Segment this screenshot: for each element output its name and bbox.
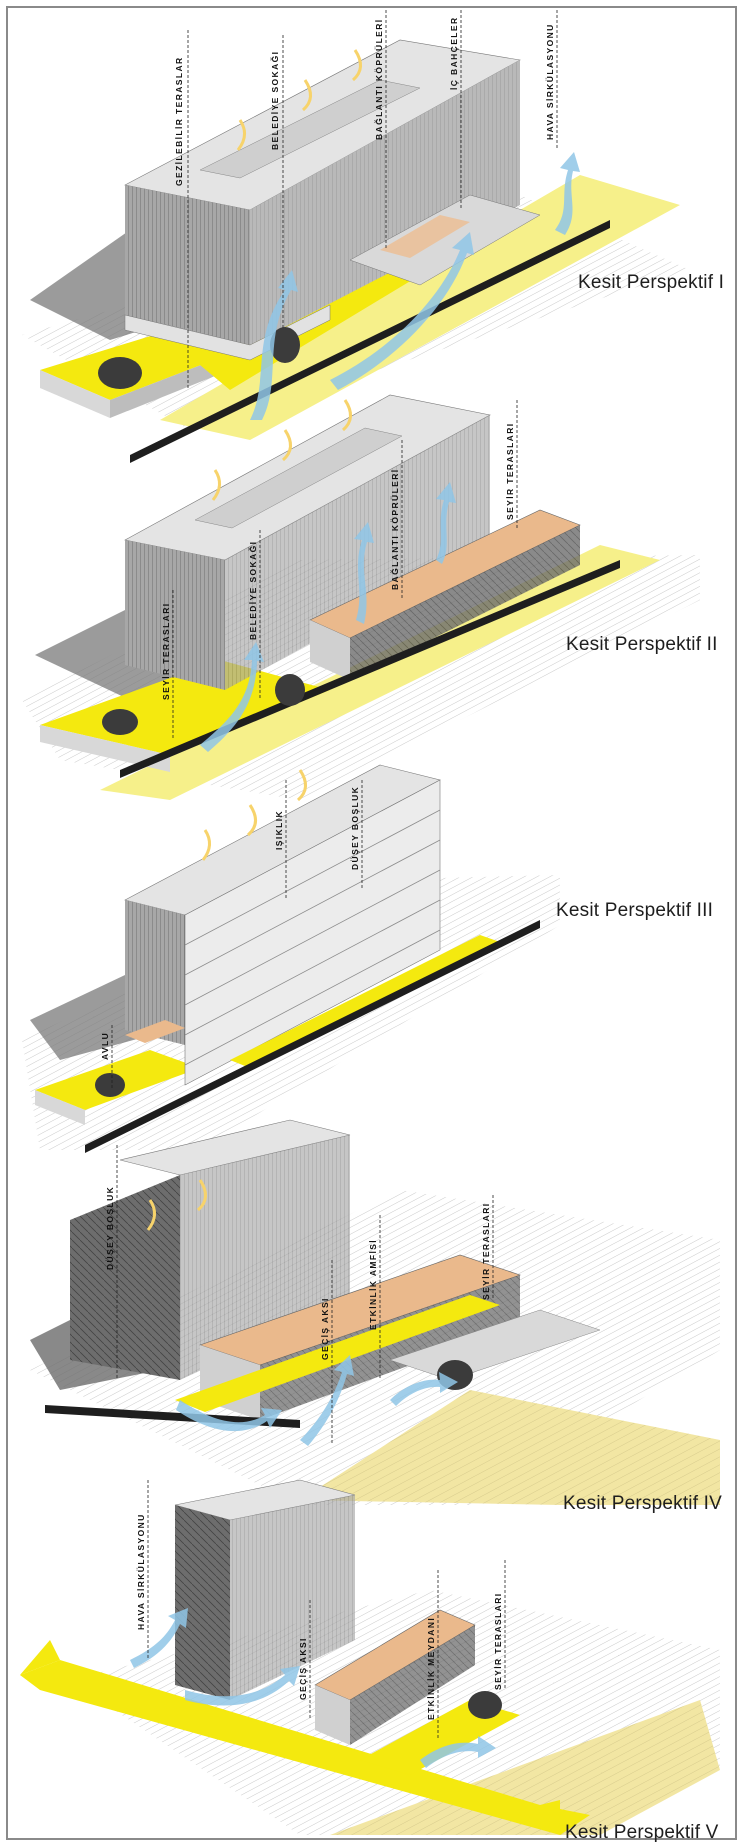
yellow-arrow-head-left	[20, 1640, 60, 1675]
airflow-arrow	[436, 482, 456, 564]
airflow-arrow	[200, 642, 264, 752]
tree	[468, 1691, 502, 1719]
sand-steps	[300, 1390, 720, 1505]
yellow-deck	[360, 1700, 520, 1775]
yellow-street	[160, 175, 680, 440]
panel-4-drawing	[30, 1119, 720, 1505]
label-seyir-teraslari: SEYİR TERASLARI	[505, 422, 515, 520]
tower-facade-front	[125, 185, 250, 345]
label-hava-sirkulasyonu: HAVA SİRKÜLASYONU	[136, 1513, 146, 1630]
airflow-arrow	[176, 1400, 282, 1432]
airflow-arrow	[300, 1355, 354, 1446]
sunlight-arrow	[196, 1179, 207, 1212]
panel-3-drawing	[22, 764, 560, 1153]
panel-4-caption: Kesit Perspektif IV	[563, 1493, 723, 1514]
label-gecis-aksi: GEÇİŞ AKSI	[298, 1637, 308, 1700]
sand-ground	[330, 1700, 720, 1835]
section-base	[120, 560, 620, 778]
airflow-arrow	[185, 1666, 300, 1706]
label-baglanti-kopruleri: BAĞLANTI KÖPRÜLERİ	[390, 468, 400, 590]
tower-facade-front	[125, 540, 225, 690]
label-gezilebilir-teraslar: GEZİLEBİLİR TERASLAR	[174, 56, 184, 186]
airflow-arrow	[250, 270, 298, 420]
tree	[270, 327, 300, 363]
section-floors	[184, 809, 441, 1066]
tree	[95, 1073, 125, 1097]
label-isiklik: IŞIKLIK	[274, 809, 284, 850]
cut-section	[184, 779, 441, 1086]
panel-1-caption: Kesit Perspektif I	[578, 272, 725, 293]
section-base	[85, 920, 540, 1153]
label-belediye-sokagi: BELEDİYE SOKAĞI	[248, 540, 258, 640]
tower-facade-front	[175, 1505, 230, 1700]
airflow-arrow	[420, 1736, 496, 1768]
courtyard	[389, 1309, 601, 1381]
label-baglanti-kopruleri: BAĞLANTI KÖPRÜLERİ	[374, 18, 384, 140]
yellow-strip	[230, 935, 500, 1068]
sunlight-arrow	[246, 804, 257, 837]
yellow-deck	[40, 330, 240, 400]
sunlight-arrow	[301, 79, 312, 112]
label-dusey-bosluk: DÜŞEY BOŞLUK	[105, 1185, 115, 1270]
tree	[102, 709, 138, 735]
side-block	[349, 194, 541, 286]
label-dusey-bosluk: DÜŞEY BOŞLUK	[350, 785, 360, 870]
airflow-arrow	[354, 522, 374, 624]
label-ic-bahceler: İÇ BAHÇELER	[449, 16, 459, 91]
sunlight-arrow	[236, 119, 246, 151]
label-avlu: AVLU	[100, 1031, 110, 1060]
label-etkinlik-meydani: ETKİNLİK MEYDANI	[426, 1616, 436, 1720]
low-block-front	[310, 620, 350, 680]
low-block-side	[350, 525, 580, 680]
sunlight-arrow	[341, 399, 352, 432]
airflow-arrow	[330, 232, 474, 390]
panel-3-caption: Kesit Perspektif III	[556, 900, 714, 921]
panel-2-drawing	[22, 394, 700, 800]
low-block-side	[350, 1625, 475, 1745]
roof-terrace	[125, 1020, 185, 1043]
panel-2-caption: Kesit Perspektif II	[566, 634, 718, 655]
sunlight-arrow	[201, 829, 211, 861]
tower-facade-front	[70, 1175, 180, 1380]
label-belediye-sokagi: BELEDİYE SOKAĞI	[270, 50, 280, 150]
panel-1-drawing	[22, 10, 690, 463]
tree	[275, 674, 305, 706]
tower-facade-side	[225, 415, 490, 690]
tower-facade-side	[230, 1495, 355, 1700]
label-hava-sirkulasyonu: HAVA SİRKÜLASYONU	[545, 23, 555, 140]
panel-5-caption: Kesit Perspektif V	[565, 1822, 719, 1843]
deck-side	[40, 725, 170, 772]
yellow-arrow-band	[20, 1660, 560, 1835]
yellow-path	[175, 1295, 500, 1412]
roof-slot	[199, 79, 421, 179]
sunlight-arrow	[351, 49, 362, 82]
label-seyir-teraslari: SEYİR TERASLARI	[161, 602, 171, 700]
tower-facade-side-lines	[250, 60, 520, 345]
label-etkinlik-amfisi: ETKİNLİK AMFİSİ	[368, 1238, 378, 1330]
side-block-roof	[380, 215, 470, 258]
tree	[98, 357, 142, 389]
label-gecis-aksi: GEÇİŞ AKSI	[320, 1297, 330, 1360]
label-seyir-teraslari: SEYİR TERASLARI	[493, 1592, 503, 1690]
airflow-arrow	[555, 152, 580, 235]
airflow-arrow	[130, 1608, 188, 1668]
label-seyir-teraslari: SEYİR TERASLARI	[481, 1202, 491, 1300]
section-base	[130, 220, 610, 463]
panel-5-drawing	[20, 1479, 720, 1835]
low-block-front	[315, 1685, 350, 1745]
yellow-arrow-head-right	[540, 1805, 590, 1835]
sunlight-arrow	[296, 769, 307, 802]
tower-facade-front	[125, 900, 185, 1045]
sunlight-arrow	[211, 469, 221, 501]
roof-slot	[194, 427, 403, 529]
deck-side	[40, 370, 110, 418]
deck-side	[35, 1090, 85, 1125]
airflow-arrow	[390, 1372, 458, 1406]
sunlight-arrow	[281, 429, 292, 462]
sunlight-arrow	[146, 1199, 156, 1231]
